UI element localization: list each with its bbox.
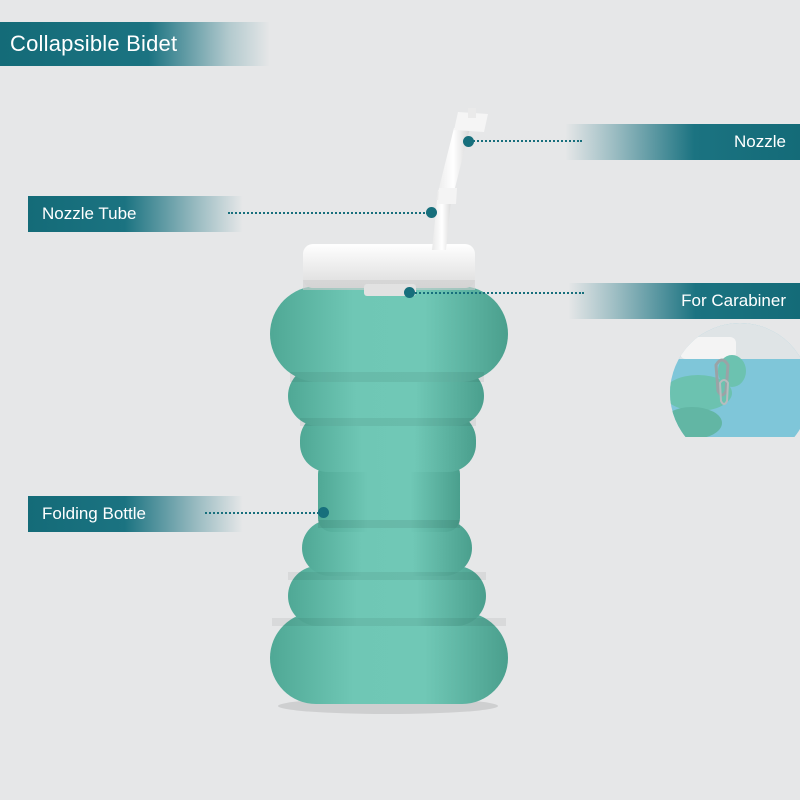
label-folding-bottle: Folding Bottle: [28, 496, 243, 532]
label-folding-bottle-text: Folding Bottle: [42, 504, 146, 523]
callout-line-carabiner: [408, 292, 584, 294]
nozzle-tube: [432, 108, 488, 250]
bottle-body: [270, 286, 508, 704]
title-banner: Collapsible Bidet: [0, 22, 270, 66]
bottle-lid: [303, 244, 475, 296]
label-nozzle-tube-text: Nozzle Tube: [42, 204, 137, 223]
callout-line-nozzle: [470, 140, 582, 142]
carabiner-inset-image: [670, 323, 800, 437]
label-nozzle: Nozzle: [565, 124, 800, 160]
callout-dot-nozzle-tube: [426, 207, 437, 218]
callout-line-folding-bottle: [205, 512, 323, 514]
callout-dot-carabiner: [404, 287, 415, 298]
callout-dot-folding-bottle: [318, 507, 329, 518]
label-for-carabiner-text: For Carabiner: [681, 291, 786, 310]
label-nozzle-text: Nozzle: [734, 132, 786, 151]
page-title: Collapsible Bidet: [10, 31, 178, 56]
callout-line-nozzle-tube: [228, 212, 428, 214]
label-for-carabiner: For Carabiner: [568, 283, 800, 319]
callout-dot-nozzle: [463, 136, 474, 147]
label-nozzle-tube: Nozzle Tube: [28, 196, 243, 232]
